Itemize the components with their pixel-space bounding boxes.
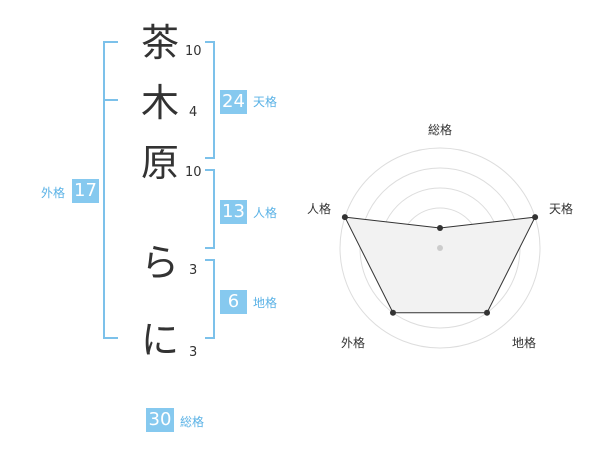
name-char-1: 茶 — [141, 21, 180, 65]
stroke-count-3: 10 — [185, 165, 202, 180]
tenkaku-label: 天格 — [253, 95, 278, 109]
radar-point-4 — [389, 309, 396, 316]
soukaku-value-badge: 30 — [146, 408, 174, 432]
gaikaku-value-badge: 17 — [72, 179, 99, 203]
radar-point-1 — [437, 225, 443, 231]
stroke-count-4: 3 — [189, 263, 198, 278]
chikaku-bracket — [205, 259, 215, 339]
tenkaku-value-badge: 24 — [220, 90, 247, 114]
radar-axis-label-soukaku: 総格 — [428, 123, 453, 137]
name-char-5: に — [141, 318, 180, 362]
radar-point-5 — [341, 214, 348, 221]
name-char-3: 原 — [141, 141, 180, 185]
jinkaku-value-badge: 13 — [220, 200, 247, 224]
radar-point-3 — [484, 309, 491, 316]
radar-data-polygon — [344, 216, 536, 314]
gaikaku-label: 外格 — [41, 186, 66, 200]
radar-point-2 — [532, 214, 539, 221]
jinkaku-bracket — [205, 169, 215, 249]
radar-axis-label-gaikaku: 外格 — [341, 336, 366, 350]
radar-axis-label-chikaku: 地格 — [512, 336, 537, 350]
jinkaku-label: 人格 — [253, 206, 278, 220]
name-char-4: ら — [141, 241, 180, 285]
name-char-2: 木 — [141, 81, 180, 125]
stroke-count-2: 4 — [189, 105, 198, 120]
stroke-count-1: 10 — [185, 44, 202, 59]
chikaku-value-badge: 6 — [220, 290, 247, 314]
gaikaku-bracket — [103, 41, 118, 339]
chikaku-label: 地格 — [253, 296, 278, 310]
tenkaku-bracket — [205, 41, 215, 159]
soukaku-label: 総格 — [180, 415, 205, 429]
stroke-count-5: 3 — [189, 345, 198, 360]
radar-axis-label-jinkaku: 人格 — [307, 202, 332, 216]
radar-axis-label-tenkaku: 天格 — [549, 202, 574, 216]
radar-ring-5 — [339, 147, 541, 349]
radar-center-dot — [437, 245, 443, 251]
